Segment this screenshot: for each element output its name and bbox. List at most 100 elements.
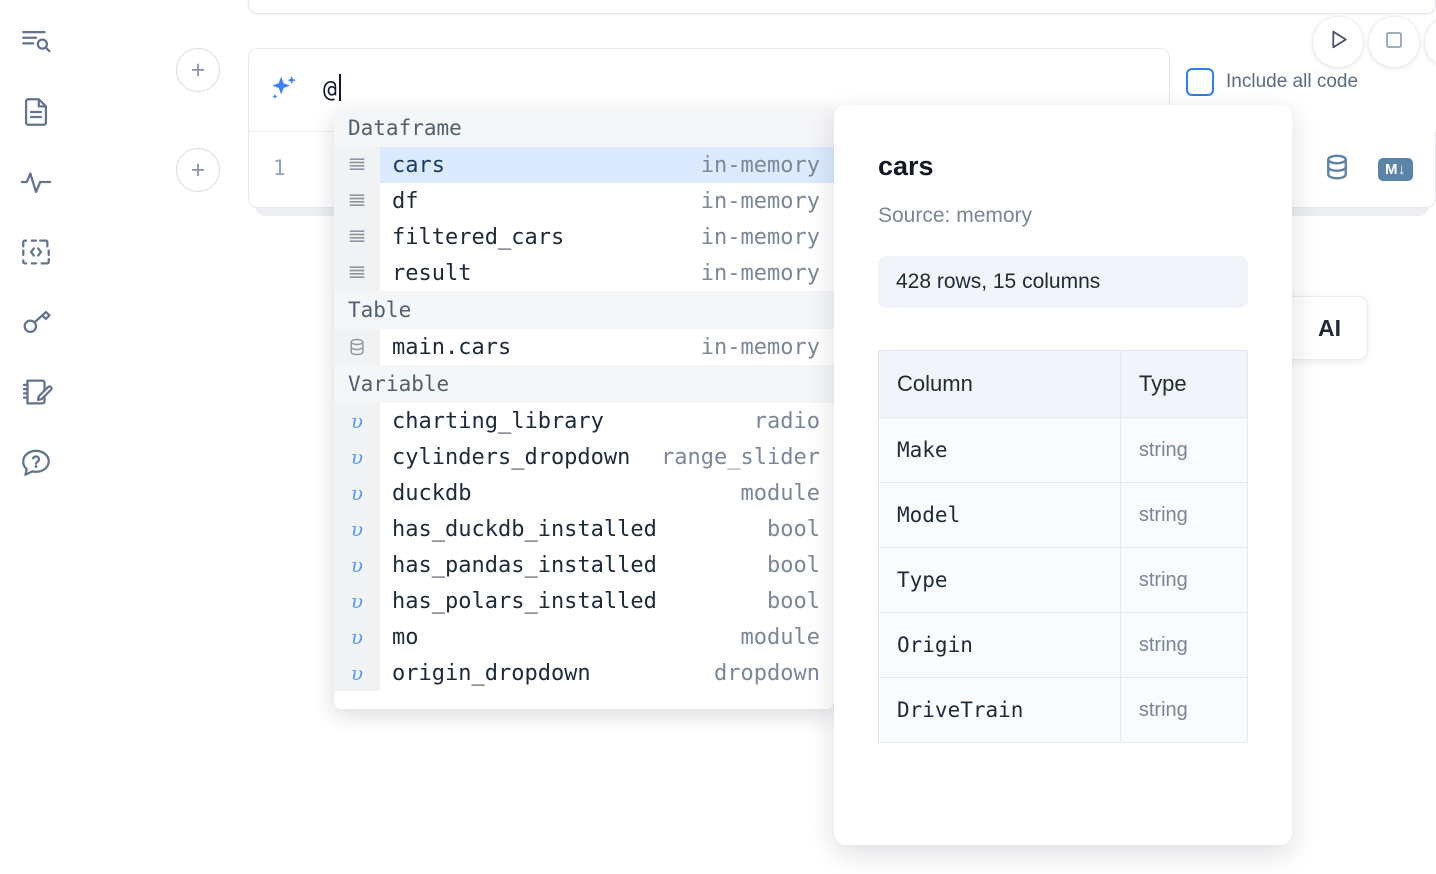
autocomplete-item-name: cars [392, 152, 445, 178]
column-header-type: Type [1120, 350, 1249, 418]
play-icon [1326, 27, 1351, 57]
autocomplete-item-name: mo [392, 624, 419, 650]
autocomplete-section-header: Dataframe [334, 109, 834, 147]
autocomplete-row-list: main.cars in-memory [380, 329, 834, 365]
add-cell-button-top[interactable]: + [176, 48, 220, 92]
autocomplete-item-meta: bool [767, 516, 820, 542]
database-icon [334, 329, 380, 365]
sidebar-item-activity[interactable] [12, 158, 60, 206]
doc-panel-source: Source: memory [878, 204, 1033, 227]
column-type-cell: string [1120, 547, 1249, 613]
autocomplete-item[interactable]: df in-memory [380, 183, 834, 219]
column-type-cell: string [1120, 482, 1249, 548]
dataframe-rows-icon [334, 255, 380, 291]
sidebar-item-secrets[interactable] [12, 298, 60, 346]
autocomplete-icon-gutter [334, 329, 380, 365]
column-name-cell: DriveTrain [878, 677, 1121, 743]
more-actions-button[interactable] [1424, 16, 1436, 68]
autocomplete-item-name: main.cars [392, 334, 512, 360]
autocomplete-item-meta: in-memory [700, 224, 820, 250]
autocomplete-item-name: origin_dropdown [392, 660, 591, 686]
sidebar-item-help[interactable] [12, 438, 60, 486]
column-name-cell: Make [878, 417, 1121, 483]
autocomplete-item[interactable]: origin_dropdown dropdown [380, 655, 834, 691]
dataframe-rows-icon [334, 147, 380, 183]
line-number: 1 [273, 156, 286, 180]
dataframe-documentation-panel: cars Source: memory 428 rows, 15 columns… [834, 105, 1292, 845]
autocomplete-group: main.cars in-memory [334, 329, 834, 365]
autocomplete-item-meta: in-memory [700, 334, 820, 360]
ai-prompt-input[interactable]: @ [323, 74, 341, 103]
help-chat-icon [19, 445, 53, 479]
sidebar-item-outline[interactable] [12, 18, 60, 66]
autocomplete-section-header: Variable [334, 365, 834, 403]
include-all-code-checkbox[interactable] [1186, 68, 1214, 96]
autocomplete-item-meta: bool [767, 552, 820, 578]
stop-button[interactable] [1368, 16, 1420, 68]
autocomplete-section-header: Table [334, 291, 834, 329]
column-type-cell: string [1120, 417, 1249, 483]
include-all-code-label: Include all code [1226, 71, 1359, 92]
autocomplete-item[interactable]: charting_library radio [380, 403, 834, 439]
secrets-key-icon [19, 305, 53, 339]
database-icon[interactable] [1322, 152, 1352, 187]
markdown-badge[interactable]: M↓ [1378, 158, 1413, 181]
snippets-icon [19, 235, 53, 269]
autocomplete-item-name: duckdb [392, 480, 472, 506]
autocomplete-item[interactable]: mo module [380, 619, 834, 655]
autocomplete-item-meta: in-memory [700, 260, 820, 286]
autocomplete-item[interactable]: filtered_cars in-memory [380, 219, 834, 255]
autocomplete-item-meta: bool [767, 588, 820, 614]
autocomplete-item-name: df [392, 188, 419, 214]
sidebar-item-scratchpad[interactable] [12, 368, 60, 416]
autocomplete-item-meta: range_slider [661, 444, 820, 470]
sparkle-icon [267, 73, 301, 107]
variable-icon: υ [350, 661, 364, 685]
variable-icon: υ [350, 445, 364, 469]
autocomplete-item-name: charting_library [392, 408, 604, 434]
column-type-cell: string [1120, 677, 1249, 743]
column-name-cell: Origin [878, 612, 1121, 678]
cell-above-partial [248, 0, 1436, 14]
autocomplete-item-meta: module [740, 624, 820, 650]
autocomplete-item-meta: in-memory [700, 188, 820, 214]
include-all-code-row[interactable]: Include all code [1186, 68, 1358, 96]
autocomplete-item[interactable]: has_duckdb_installed bool [380, 511, 834, 547]
column-type-cell: string [1120, 612, 1249, 678]
sidebar-item-snippets[interactable] [12, 228, 60, 276]
table-header-row: Column Type [878, 350, 1249, 418]
dataframe-rows-icon [334, 219, 380, 255]
sidebar-item-files[interactable] [12, 88, 60, 136]
run-button[interactable] [1312, 16, 1364, 68]
autocomplete-item-name: has_duckdb_installed [392, 516, 657, 542]
activity-icon [19, 165, 53, 199]
variable-icon: υ [350, 553, 364, 577]
outline-search-icon [19, 25, 53, 59]
column-name-cell: Model [878, 482, 1121, 548]
variable-icon: υ [350, 409, 364, 433]
autocomplete-item-meta: dropdown [714, 660, 820, 686]
dataframe-rows-icon [334, 183, 380, 219]
doc-panel-shape: 428 rows, 15 columns [878, 256, 1248, 308]
sidebar [0, 0, 72, 874]
add-cell-button-bottom[interactable]: + [176, 148, 220, 192]
autocomplete-item-name: filtered_cars [392, 224, 565, 250]
file-explorer-icon [19, 95, 53, 129]
variable-icon: υ [350, 589, 364, 613]
autocomplete-item[interactable]: main.cars in-memory [380, 329, 834, 365]
autocomplete-item-meta: radio [753, 408, 820, 434]
